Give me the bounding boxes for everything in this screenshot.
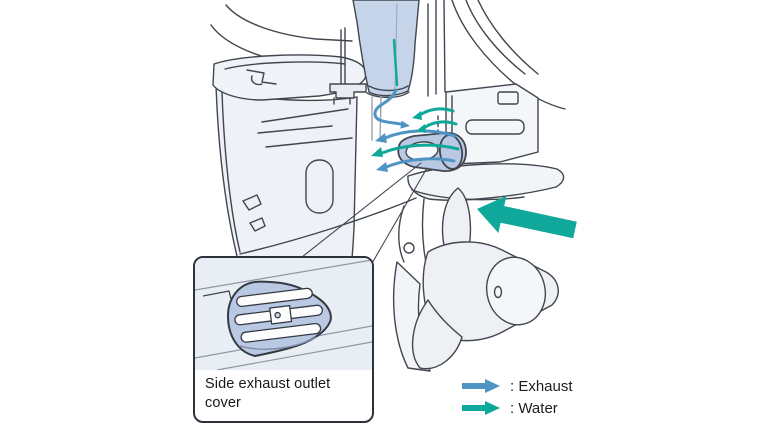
side-exhaust-outlet-cover (227, 280, 332, 357)
side-exhaust-outlet (397, 132, 467, 172)
callout-label-line1: Side exhaust outlet (205, 376, 331, 392)
arrowhead (371, 147, 383, 157)
callout-box: Side exhaust outlet cover (193, 256, 374, 423)
arrowhead (376, 162, 388, 172)
legend-label: : Exhaust (510, 377, 573, 395)
arrowhead (375, 133, 387, 143)
water-tube-line (392, 38, 399, 87)
exhaust-pipe (352, 0, 420, 142)
exhaust-flow-arrows (373, 88, 457, 172)
bracket-assembly (427, 0, 566, 165)
arrow-right-icon (462, 379, 500, 393)
arrowhead (416, 124, 426, 133)
arrowhead (412, 111, 422, 120)
legend-item-exhaust: : Exhaust (462, 377, 573, 395)
arrow-right-icon (462, 401, 500, 415)
water-flow-arrows (371, 107, 460, 157)
mounting-bracket (329, 27, 367, 105)
side-exhaust-outlet-cover-illustration (195, 258, 372, 370)
arrowhead (400, 120, 410, 129)
legend-label: : Water (510, 399, 558, 417)
callout-leader-lines (301, 162, 428, 266)
legend-item-water: : Water (462, 399, 573, 417)
legend: : Exhaust : Water (462, 377, 573, 417)
propeller (412, 187, 559, 370)
callout-label: Side exhaust outlet cover (195, 370, 372, 412)
water-intake-direction-arrow (477, 195, 577, 239)
callout-label-line2: cover (205, 394, 241, 411)
